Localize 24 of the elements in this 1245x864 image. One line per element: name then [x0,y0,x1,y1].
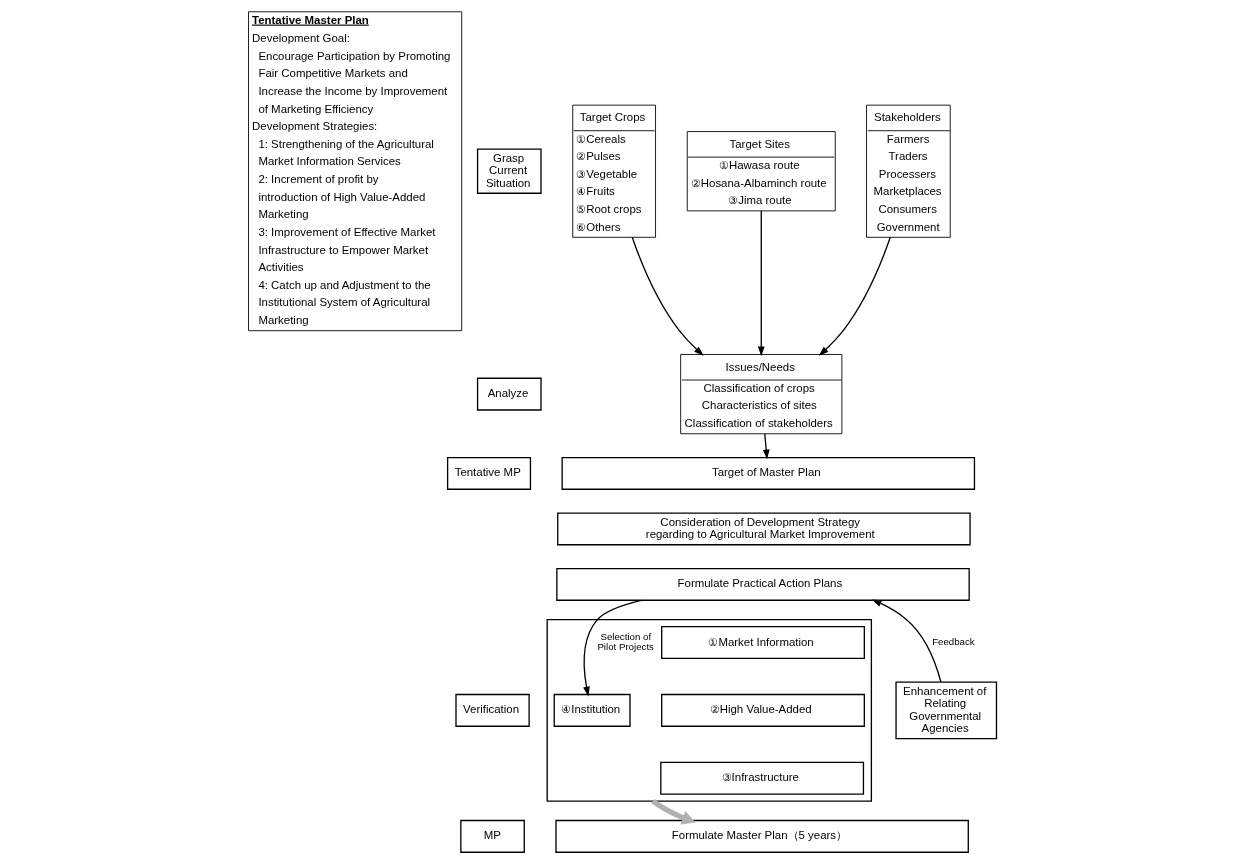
arrow [762,433,770,460]
arrow [818,236,891,356]
node-box: Enhancement of Relating Governmental Agencies [895,681,998,740]
node-box: Tentative Master Plan Development Goal: Encourage Participation by Promoting Fair Competitive Markets and Increase the Income by Improvement of Marketing Efficiency Development Strategies: 1: Strengthening of the Agricultural Market Information Services 2: Increment of profit by introduction of High Value-Added Marketing 3: Improvement of Effective Market Infrastructure to Empower Market Activities 4: Catch up and Adjustment to the Institutional System of Agricultural Marketing [248,11,463,332]
node-box: Formulate Practical Action Plans [556,567,970,601]
node-box: ①Market Information [661,626,865,660]
node-box: Verification [455,693,530,727]
arrow [631,236,704,356]
node-box: Analyze [476,377,542,411]
node-box: Formulate Master Plan（5 years） [555,819,969,853]
node-box: MP [460,819,525,853]
node-box: Target of Master Plan [561,456,976,490]
node-box: ②High Value-Added [661,693,865,727]
node-box: Grasp Current Situation [476,148,542,194]
node-box: ④Institution [553,693,631,727]
arrow [871,599,942,683]
node-box: Consideration of Development Strategy regarding to Agricultural Market Improvement [557,512,971,546]
arrow [757,210,765,357]
edge-label: Feedback [932,636,975,648]
node-box: Tentative MP [446,456,532,490]
arrow [651,799,696,825]
cluster [546,619,873,802]
edge-label: Selection of Pilot Projects [597,630,654,653]
node-box: ③Infrastructure [660,761,865,795]
